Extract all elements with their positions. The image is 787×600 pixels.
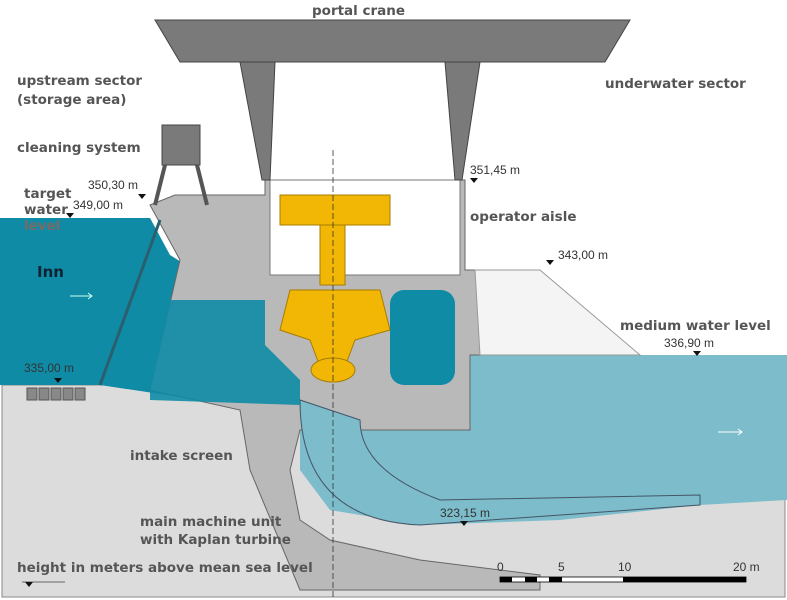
- spiral-case: [390, 290, 455, 385]
- label-level: level: [24, 218, 61, 234]
- label-portal-crane: portal crane: [312, 3, 406, 19]
- label-upstream-sector: upstream sector: [17, 73, 143, 89]
- elevation-marker-icon: [546, 260, 554, 265]
- elevation-marker-icon: [470, 178, 478, 183]
- draft-tube: [299, 399, 701, 526]
- portal-crane: [154, 19, 631, 63]
- elevation-marker-icon: [138, 194, 146, 199]
- downstream-dam: [474, 269, 642, 356]
- elevation-marker-icon: [66, 213, 74, 218]
- label-kaplan-turbine: with Kaplan turbine: [140, 532, 291, 548]
- elevation-343-00: 343,00 m: [558, 248, 609, 262]
- label-water: water: [24, 202, 68, 218]
- elevation-350-30: 350,30 m: [88, 178, 139, 192]
- elevation-marker-icon: [693, 351, 701, 356]
- elevation-marker-icon: [25, 582, 33, 587]
- label-medium-water-level: medium water level: [620, 318, 771, 334]
- label-target: target: [24, 186, 72, 202]
- elevation-349-00: 349,00 m: [73, 198, 124, 212]
- scale-bar: [499, 576, 747, 583]
- elevation-351-45: 351,45 m: [470, 163, 521, 177]
- kaplan-turbine: [279, 194, 391, 383]
- label-storage-area: (storage area): [17, 92, 127, 108]
- intake-channel: [150, 300, 300, 405]
- elevation-marker-icon: [54, 378, 62, 383]
- elevation-marker-icon: [460, 521, 468, 526]
- flow-arrow-upstream: [70, 292, 93, 300]
- scale-tick-10: 10: [618, 560, 632, 574]
- flow-arrow-downstream: [718, 428, 743, 436]
- downstream-water: [300, 355, 787, 525]
- label-underwater-sector: underwater sector: [605, 76, 746, 92]
- scale-tick-20: 20 m: [733, 560, 760, 574]
- machine-hall: [269, 179, 461, 276]
- intake-screen: [98, 219, 162, 386]
- label-intake-screen: intake screen: [130, 448, 233, 464]
- sill-blocks: [26, 387, 86, 401]
- elevation-323-15: 323,15 m: [440, 506, 491, 520]
- label-cleaning-system: cleaning system: [17, 140, 141, 156]
- label-height-legend: height in meters above mean sea level: [17, 560, 313, 576]
- elevation-336-90: 336,90 m: [664, 336, 715, 350]
- cleaning-system: [161, 124, 201, 166]
- scale-tick-5: 5: [558, 560, 565, 574]
- elevation-335-00: 335,00 m: [24, 361, 75, 375]
- scale-tick-0: 0: [497, 560, 504, 574]
- label-main-machine-unit: main machine unit: [140, 514, 282, 530]
- label-inn: Inn: [37, 263, 64, 281]
- label-operator-aisle: operator aisle: [470, 209, 577, 225]
